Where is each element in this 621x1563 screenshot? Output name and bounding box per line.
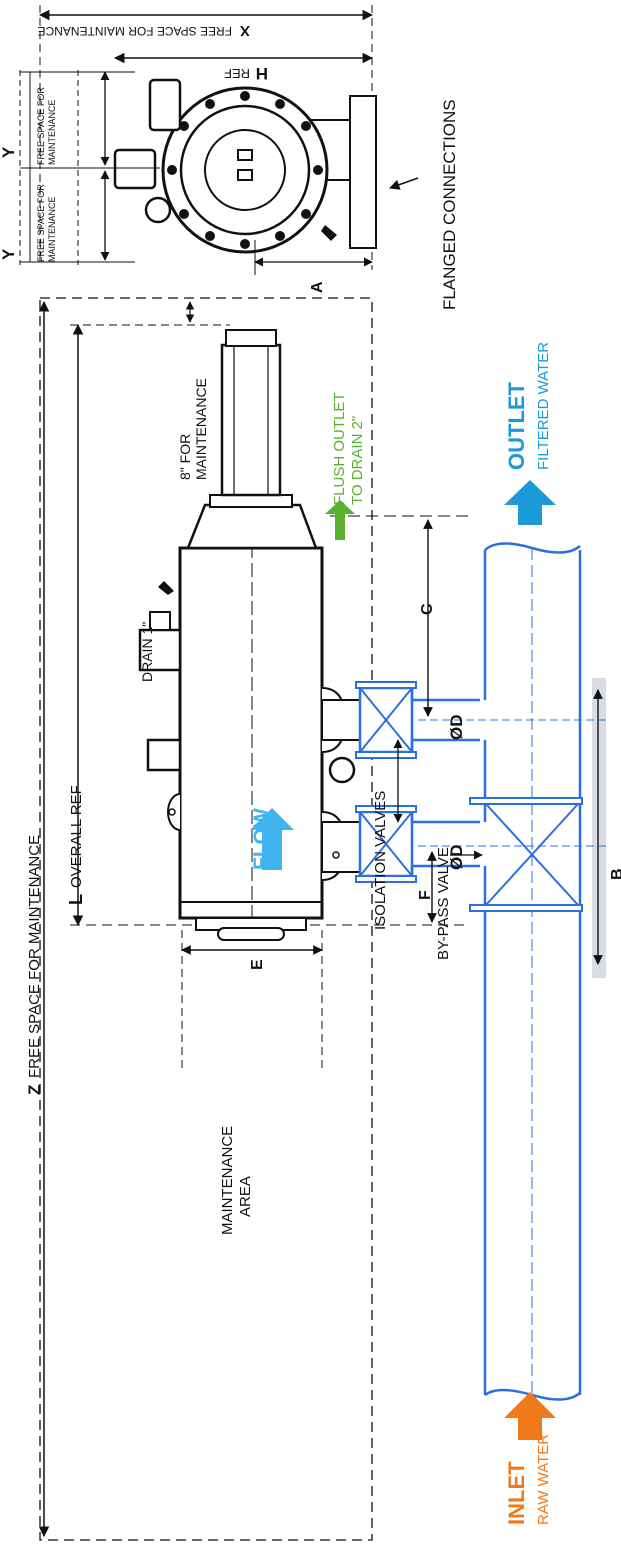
flush-line1: FLUSH OUTLET	[331, 392, 348, 505]
bypass-valve	[469, 797, 583, 912]
side-controller	[113, 148, 157, 190]
outlet-arrow	[504, 480, 556, 525]
flanged-arrow	[389, 177, 419, 190]
x-label: X	[240, 22, 250, 39]
filter-vessel	[178, 546, 324, 920]
outlet-sub: FILTERED WATER	[535, 342, 552, 470]
y-upper-text-1: FREE SPACE FOR	[36, 87, 46, 165]
flow-arrow	[250, 808, 294, 870]
bypass-valve-label: BY-PASS VALVE	[435, 847, 452, 960]
l-label: L	[66, 894, 86, 905]
gauge-top	[144, 196, 172, 224]
bottom-handle	[217, 927, 285, 941]
pressure-switch	[146, 738, 182, 772]
maint-8-line2: MAINTENANCE	[193, 378, 209, 480]
filter-top-view-body	[113, 78, 377, 254]
y-upper-text-2: MAINTENANCE	[47, 99, 57, 165]
d-label-inlet: ØD	[447, 845, 466, 871]
h-label: H	[256, 64, 268, 83]
actuator-cylinder	[220, 343, 282, 497]
pressure-gauge	[328, 756, 356, 784]
z-label: Z	[25, 1085, 44, 1095]
z-text: FREE SPACE FOR MAINTENANCE	[26, 835, 43, 1078]
isolation-valve-outlet	[355, 681, 417, 759]
flow-label: FLOW	[250, 808, 273, 870]
y-label-lower: Y	[0, 248, 18, 260]
a-label: A	[309, 281, 326, 293]
maint-8-line1: 8" FOR	[177, 434, 193, 480]
y-label-upper: Y	[0, 146, 18, 158]
b-label: B	[609, 868, 621, 880]
outlet-title: OUTLET	[504, 381, 529, 470]
c-label: C	[419, 603, 436, 615]
side-view: Z FREE SPACE FOR MAINTENANCE L OVERALL R…	[25, 297, 621, 1541]
e-label: E	[249, 959, 266, 970]
inlet-title: INLET	[504, 1461, 529, 1525]
maintenance-area-line2: AREA	[237, 1176, 254, 1217]
drain-label: DRAIN 1"	[139, 622, 155, 682]
flush-line2: TO DRAIN 2"	[349, 416, 366, 505]
lifting-lug	[167, 793, 181, 831]
flanged-connections-label: FLANGED CONNECTIONS	[440, 99, 459, 310]
x-text: FREE SPACE FOR MAINTENANCE	[38, 24, 232, 38]
inlet-arrow	[504, 1392, 556, 1440]
inlet-sub: RAW WATER	[535, 1434, 552, 1525]
top-controller	[148, 78, 182, 132]
isolation-valves-label: ISOLATION VALVES	[372, 791, 389, 930]
flange-plate	[349, 95, 377, 249]
y-lower-text-2: MAINTENANCE	[47, 196, 57, 262]
filter-head	[186, 503, 318, 550]
d-label-outlet: ØD	[447, 715, 466, 741]
h-text: REF	[224, 66, 250, 81]
l-text: OVERALL REF	[68, 785, 85, 888]
z-maintenance-frame	[39, 297, 373, 1541]
f-label: F	[417, 890, 434, 900]
top-view: X FREE SPACE FOR MAINTENANCE H REF	[0, 5, 459, 310]
y-lower-text-1: FREE SPACE FOR	[36, 184, 46, 262]
isolation-valve-inlet	[355, 805, 417, 883]
maintenance-area-line1: MAINTENANCE	[219, 1126, 236, 1235]
flush-arrow	[325, 500, 355, 540]
b-band	[592, 678, 606, 978]
